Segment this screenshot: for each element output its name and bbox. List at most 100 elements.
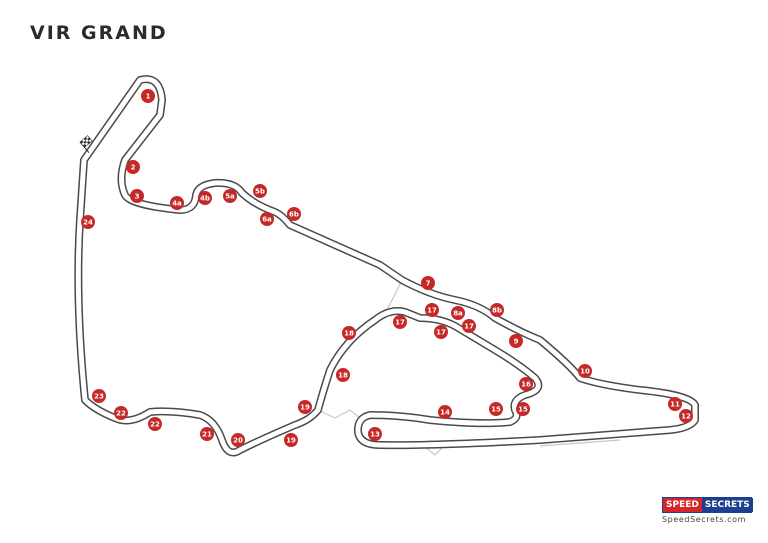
corner-marker-dot — [438, 405, 452, 419]
corner-label: 21 — [202, 431, 212, 439]
corner-marker-dot — [679, 409, 693, 423]
corner-label: 17 — [395, 319, 405, 327]
corner-label: 6b — [289, 211, 299, 219]
corner-label: 8b — [492, 307, 502, 315]
checkered-flag-icon — [79, 135, 93, 154]
corner-marker-dot — [200, 427, 214, 441]
corner-marker-dot — [198, 191, 212, 205]
corner-marker-dot — [336, 368, 350, 382]
corner-marker: 7 — [421, 276, 435, 290]
corner-marker-dot — [368, 427, 382, 441]
corner-marker-dot — [425, 303, 439, 317]
corner-label: 13 — [370, 431, 380, 439]
corner-label: 10 — [580, 368, 590, 376]
corner-marker: 21 — [200, 427, 214, 441]
corner-marker: 8b — [490, 303, 504, 317]
corner-label: 20 — [233, 437, 243, 445]
corner-label: 19 — [300, 404, 310, 412]
corner-marker-dot — [223, 189, 237, 203]
corner-label: 17 — [436, 329, 446, 337]
corner-marker-dot — [489, 402, 503, 416]
corner-label: 4a — [172, 200, 182, 208]
corner-label: 18 — [344, 330, 354, 338]
corner-marker-dot — [126, 160, 140, 174]
corner-marker-dot — [451, 306, 465, 320]
corner-label: 3 — [135, 193, 140, 201]
corner-marker: 4b — [198, 191, 212, 205]
corner-marker-dot — [231, 433, 245, 447]
corner-label: 5b — [255, 188, 265, 196]
corner-marker: 16 — [519, 377, 533, 391]
corner-label: 9 — [514, 338, 519, 346]
corner-marker: 4a — [170, 196, 184, 210]
corner-marker-dot — [114, 406, 128, 420]
corner-marker: 3 — [130, 189, 144, 203]
corner-marker: 10 — [578, 364, 592, 378]
corner-label: 8a — [453, 310, 463, 318]
corner-label: 6a — [262, 216, 272, 224]
corner-marker-dot — [668, 397, 682, 411]
corner-marker-dot — [130, 189, 144, 203]
corner-marker: 20 — [231, 433, 245, 447]
corner-marker: 1 — [141, 89, 155, 103]
corner-marker: 8a — [451, 306, 465, 320]
corner-marker: 19 — [284, 433, 298, 447]
corner-marker: 18 — [342, 326, 356, 340]
corner-marker-dot — [516, 402, 530, 416]
corner-label: 18 — [338, 372, 348, 380]
corner-marker-dot — [284, 433, 298, 447]
logo-speed: SPEED — [663, 498, 702, 512]
corner-marker: 13 — [368, 427, 382, 441]
corner-label: 15 — [491, 406, 501, 414]
corner-marker-dot — [148, 417, 162, 431]
corner-label: 12 — [681, 413, 691, 421]
corner-label: 4b — [200, 195, 210, 203]
corner-marker: 19 — [298, 400, 312, 414]
logo-url: SpeedSecrets.com — [662, 515, 747, 524]
corner-marker-dot — [434, 325, 448, 339]
corner-marker: 15 — [489, 402, 503, 416]
logo-badge: SPEED SECRETS — [662, 497, 753, 513]
corner-label: 15 — [518, 406, 528, 414]
corner-marker-dot — [519, 377, 533, 391]
corner-label: 5a — [225, 193, 235, 201]
corner-marker-dot — [141, 89, 155, 103]
corner-marker: 11 — [668, 397, 682, 411]
corner-marker-dot — [342, 326, 356, 340]
corner-marker: 17 — [434, 325, 448, 339]
corner-marker-dot — [260, 212, 274, 226]
corner-marker: 15 — [516, 402, 530, 416]
logo-secrets: SECRETS — [701, 498, 753, 512]
corner-marker: 18 — [336, 368, 350, 382]
corner-marker-dot — [509, 334, 523, 348]
corner-marker-dot — [490, 303, 504, 317]
corner-marker: 14 — [438, 405, 452, 419]
corner-label: 14 — [440, 409, 450, 417]
corner-label: 19 — [286, 437, 296, 445]
corner-marker: 23 — [92, 389, 106, 403]
corner-label: 7 — [426, 280, 431, 288]
corner-label: 16 — [521, 381, 531, 389]
corner-label: 24 — [83, 219, 93, 227]
corner-marker: 12 — [679, 409, 693, 423]
corner-marker-dot — [298, 400, 312, 414]
corner-label: 22 — [116, 410, 126, 418]
corner-label: 2 — [131, 164, 136, 172]
corner-marker-dot — [578, 364, 592, 378]
page-title: VIR GRAND — [30, 22, 168, 44]
corner-marker: 6b — [287, 207, 301, 221]
corner-marker: 17 — [393, 315, 407, 329]
corner-marker-dot — [81, 215, 95, 229]
corner-label: 1 — [146, 93, 151, 101]
corner-marker: 17 — [462, 319, 476, 333]
corner-marker: 6a — [260, 212, 274, 226]
corner-marker: 24 — [81, 215, 95, 229]
corner-marker: 22 — [148, 417, 162, 431]
corner-marker-dot — [287, 207, 301, 221]
corner-marker-dot — [170, 196, 184, 210]
corner-label: 22 — [150, 421, 160, 429]
corner-marker: 5b — [253, 184, 267, 198]
corner-marker: 22 — [114, 406, 128, 420]
